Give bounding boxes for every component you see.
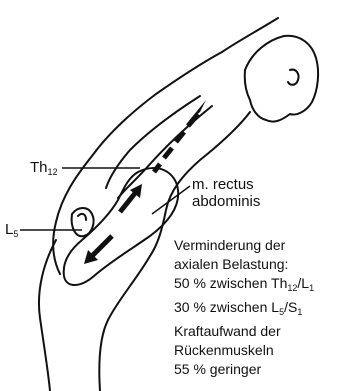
muscle-label-line2: abdominis [192, 193, 260, 210]
leg-contour-back [39, 240, 56, 391]
ear-contour [288, 70, 299, 85]
abdomen-outline [64, 168, 178, 285]
head-contour [245, 36, 318, 122]
pelvis-inner [78, 214, 86, 220]
th12-label: Th12 [30, 160, 58, 180]
muscle-leader [152, 186, 190, 214]
note-line7: 55 % geringer [174, 360, 314, 379]
note-line1: Verminderung der [174, 236, 314, 255]
leg-contour-front [99, 256, 150, 391]
rectus-abdominis-label: m. rectus abdominis [192, 176, 260, 210]
load-reduction-note: Verminderung der axialen Belastung: 50 %… [174, 236, 314, 379]
note-line3: 50 % zwischen Th12/L1 [174, 274, 314, 298]
note-line5: Kraftaufwand der [174, 322, 314, 341]
note-line2: axialen Belastung: [174, 255, 314, 274]
note-line6: Rückenmuskeln [174, 341, 314, 360]
muscle-label-line1: m. rectus [192, 176, 260, 193]
l5-label: L5 [5, 222, 18, 242]
note-line4: 30 % zwischen L5/S1 [174, 298, 314, 322]
lower-arrow [84, 236, 112, 264]
pelvis-detail [72, 208, 94, 236]
